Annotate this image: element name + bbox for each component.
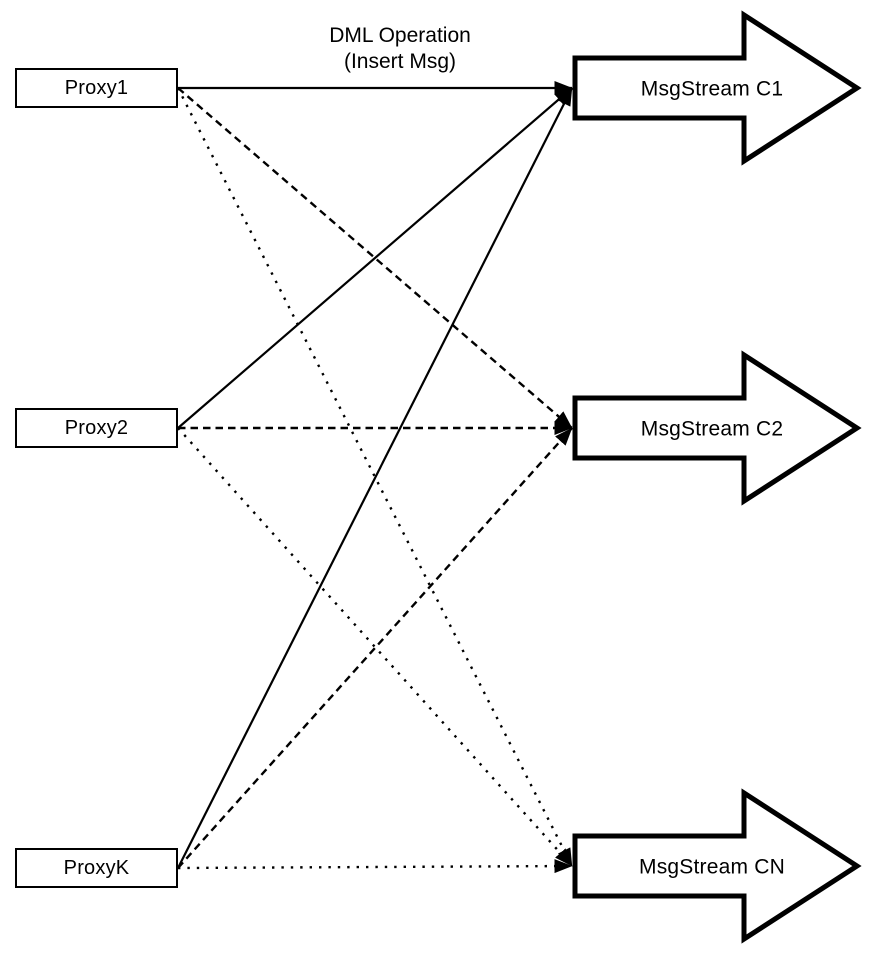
proxy-node-proxy1: Proxy1 bbox=[15, 68, 178, 108]
streams-layer: MsgStream C1 MsgStream C2 MsgStream CN bbox=[572, 10, 862, 944]
edge-proxyk-c2 bbox=[177, 427, 573, 869]
proxy-label-proxyk: ProxyK bbox=[63, 856, 130, 879]
edge-caption-line1: DML Operation bbox=[329, 24, 471, 47]
stream-arrow-c2: MsgStream C2 bbox=[572, 350, 862, 506]
proxy-node-proxyk: ProxyK bbox=[15, 848, 178, 888]
edge-proxy2-cn bbox=[177, 427, 573, 867]
edges-layer bbox=[176, 81, 574, 874]
edge-proxyk-c1 bbox=[177, 87, 573, 869]
proxy-label-proxy1: Proxy1 bbox=[64, 76, 129, 99]
proxy-label-proxy2: Proxy2 bbox=[64, 416, 129, 439]
stream-arrow-c1: MsgStream C1 bbox=[572, 10, 862, 166]
edge-proxyk-cn bbox=[177, 859, 573, 874]
block-arrow-shape-cn bbox=[572, 788, 862, 944]
block-arrow-shape-c2 bbox=[572, 350, 862, 506]
stream-label-c2: MsgStream C2 bbox=[641, 418, 783, 441]
stream-label-cn: MsgStream CN bbox=[639, 856, 785, 879]
edge-caption: DML Operation (Insert Msg) bbox=[250, 23, 550, 75]
proxy-node-proxy2: Proxy2 bbox=[15, 408, 178, 448]
stream-arrow-cn: MsgStream CN bbox=[572, 788, 862, 944]
stream-label-c1: MsgStream C1 bbox=[641, 78, 783, 101]
block-arrow-shape-c1 bbox=[572, 10, 862, 166]
edge-proxy2-c1 bbox=[177, 87, 573, 429]
edge-caption-line2: (Insert Msg) bbox=[343, 50, 456, 73]
